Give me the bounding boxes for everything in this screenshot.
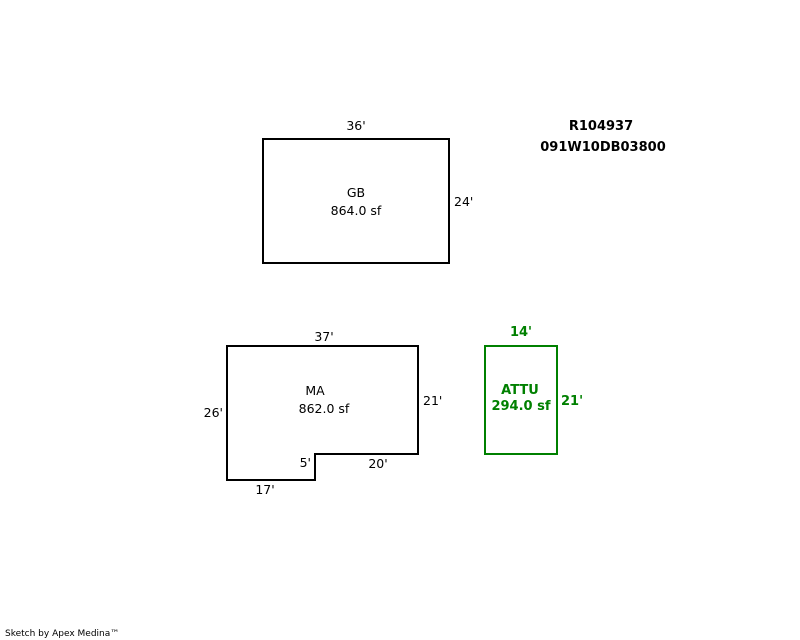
ma-dim-bottom: 17' — [255, 482, 274, 497]
attu-code: ATTU — [501, 383, 539, 398]
account-id: R104937 — [569, 119, 633, 134]
attu-outline — [484, 345, 558, 455]
map-tax-lot: 091W10DB03800 — [540, 140, 666, 155]
gb-dim-top: 36' — [346, 118, 365, 133]
ma-dim-left: 26' — [204, 405, 223, 420]
ma-dim-notch-height: 5' — [300, 455, 311, 470]
gb-code: GB — [347, 185, 365, 200]
gb-outline — [262, 138, 450, 264]
attu-dim-right: 21' — [561, 394, 583, 409]
ma-code: MA — [305, 383, 325, 398]
ma-area: 37' 21' 26' 20' 5' 17' MA 862.0 sf — [204, 329, 443, 497]
ma-dim-notch-width: 20' — [368, 456, 387, 471]
ma-dim-right: 21' — [423, 393, 442, 408]
attu-dim-top: 14' — [510, 325, 532, 340]
attu-area: 14' 21' ATTU 294.0 sf — [484, 325, 583, 455]
attu-area-value: 294.0 sf — [491, 399, 550, 414]
gb-dim-right: 24' — [454, 194, 473, 209]
ma-dim-top: 37' — [314, 329, 333, 344]
gb-area: 36' 24' GB 864.0 sf — [262, 118, 473, 264]
sketch-credit: Sketch by Apex Medina™ — [5, 629, 119, 639]
ma-outline — [226, 345, 419, 481]
ma-area-value: 862.0 sf — [299, 401, 350, 416]
gb-area-value: 864.0 sf — [331, 203, 382, 218]
